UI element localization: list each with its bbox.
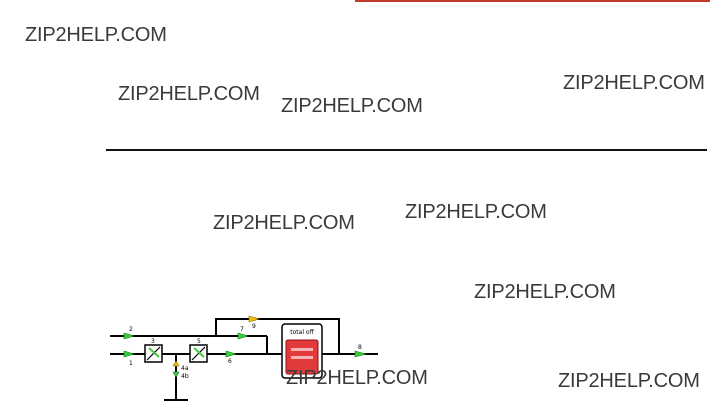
accent-line — [355, 0, 710, 2]
node-label: 4a — [181, 365, 189, 372]
flow-arrow-yellow — [172, 360, 180, 367]
watermark: ZIP2HELP.COM — [405, 201, 547, 223]
node-label: 3 — [151, 338, 155, 345]
watermark: ZIP2HELP.COM — [286, 367, 428, 389]
node-label: 4b — [181, 373, 189, 380]
watermark: ZIP2HELP.COM — [558, 370, 700, 392]
watermark: ZIP2HELP.COM — [213, 212, 355, 234]
switch-label: total off — [290, 329, 314, 336]
flow-arrow — [225, 350, 238, 358]
flow-arrow — [354, 350, 368, 358]
node-label: 6 — [228, 358, 232, 365]
node-label: 2 — [129, 326, 133, 333]
node-label: 8 — [358, 344, 362, 351]
watermark: ZIP2HELP.COM — [118, 83, 260, 105]
flow-arrow — [123, 332, 136, 340]
valve-box — [144, 344, 163, 363]
flow-arrow — [172, 371, 180, 378]
horizontal-divider — [106, 149, 707, 151]
watermark: ZIP2HELP.COM — [25, 24, 167, 46]
flow-arrow — [123, 350, 136, 358]
flow-arrow-yellow — [248, 315, 261, 323]
node-label: 9 — [252, 323, 256, 330]
watermark: ZIP2HELP.COM — [281, 95, 423, 117]
node-label: 7 — [240, 326, 244, 333]
plumbing-schematic: total off 2 1 3 5 4a 4b 6 7 9 8 — [110, 315, 378, 401]
watermark: ZIP2HELP.COM — [563, 72, 705, 94]
valve-box — [189, 344, 208, 363]
total-off-switch[interactable]: total off — [281, 323, 323, 379]
node-label: 5 — [197, 338, 201, 345]
flow-arrow — [237, 332, 250, 340]
node-label: 1 — [129, 360, 133, 367]
watermark: ZIP2HELP.COM — [474, 281, 616, 303]
